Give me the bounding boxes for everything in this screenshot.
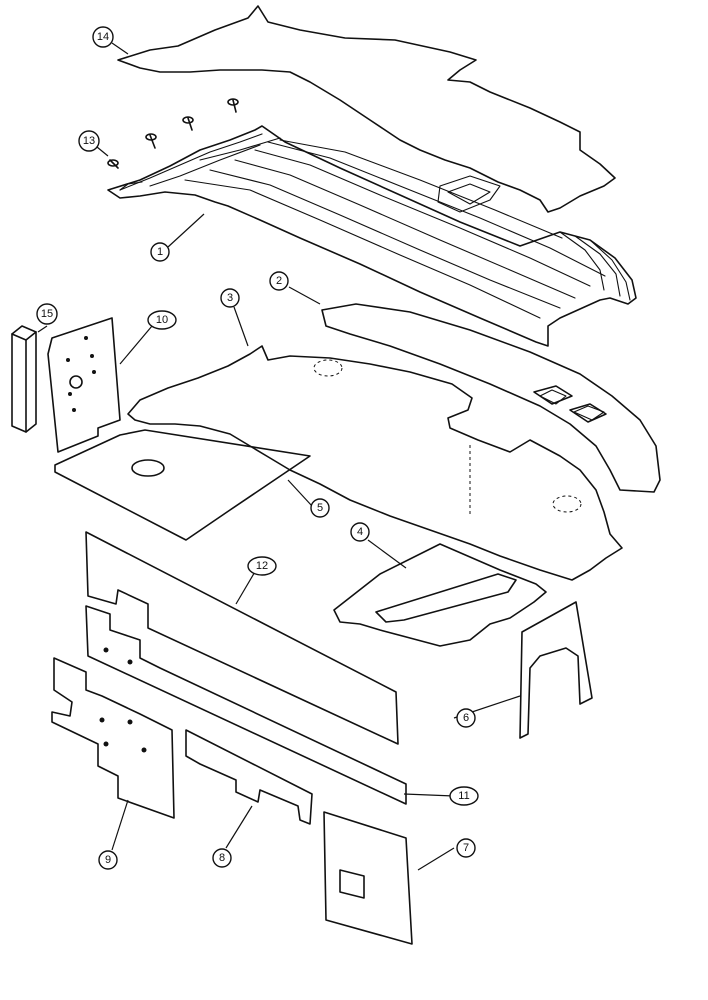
part-10-plate bbox=[47, 317, 121, 453]
callout-15: 15 bbox=[36, 303, 58, 325]
callout-5-label: 5 bbox=[317, 502, 323, 514]
callout-13: 13 bbox=[78, 130, 100, 152]
callout-12-label: 12 bbox=[256, 560, 268, 572]
callout-1-label: 1 bbox=[157, 246, 163, 258]
screw-2 bbox=[145, 133, 157, 149]
part-15-block bbox=[11, 325, 37, 433]
part-3-floor-mat bbox=[127, 345, 623, 581]
callout-8-label: 8 bbox=[219, 852, 225, 864]
part-1-floor-deck bbox=[107, 125, 637, 347]
part-12-panel bbox=[85, 531, 399, 745]
callout-15-label: 15 bbox=[41, 308, 53, 320]
part-2-strip bbox=[321, 303, 661, 493]
callout-10: 10 bbox=[147, 310, 177, 330]
callout-9: 9 bbox=[98, 850, 118, 870]
callout-4-label: 4 bbox=[357, 526, 363, 538]
callout-13-label: 13 bbox=[83, 135, 95, 147]
callout-8: 8 bbox=[212, 848, 232, 868]
callout-7-label: 7 bbox=[463, 842, 469, 854]
part-8-panel bbox=[185, 729, 313, 825]
callout-14-label: 14 bbox=[97, 31, 109, 43]
callout-9-label: 9 bbox=[105, 854, 111, 866]
screw-4 bbox=[227, 98, 239, 113]
part-11-panel bbox=[85, 605, 407, 805]
callout-2-label: 2 bbox=[276, 275, 282, 287]
callout-10-label: 10 bbox=[156, 314, 168, 326]
callout-3-label: 3 bbox=[227, 292, 233, 304]
part-6-bracket bbox=[519, 601, 593, 739]
part-4-mat bbox=[333, 543, 547, 647]
leader-lines bbox=[37, 42, 521, 871]
part-14-top-pad bbox=[117, 5, 616, 213]
callout-7: 7 bbox=[456, 838, 476, 858]
callout-6: 6 bbox=[456, 708, 476, 728]
part-9-panel bbox=[51, 657, 175, 819]
callout-11: 11 bbox=[449, 786, 479, 806]
callout-14: 14 bbox=[92, 26, 114, 48]
part-13-screws bbox=[107, 98, 239, 169]
part-5-small-mat bbox=[54, 429, 311, 541]
callout-1: 1 bbox=[150, 242, 170, 262]
callout-3: 3 bbox=[220, 288, 240, 308]
callout-11-label: 11 bbox=[458, 790, 469, 802]
callout-4: 4 bbox=[350, 522, 370, 542]
callout-2: 2 bbox=[269, 271, 289, 291]
callout-12: 12 bbox=[247, 556, 277, 576]
part-7-panel bbox=[323, 811, 413, 945]
callout-6-label: 6 bbox=[463, 712, 469, 724]
screw-1 bbox=[107, 159, 119, 169]
screw-3 bbox=[182, 116, 194, 131]
callout-5: 5 bbox=[310, 498, 330, 518]
